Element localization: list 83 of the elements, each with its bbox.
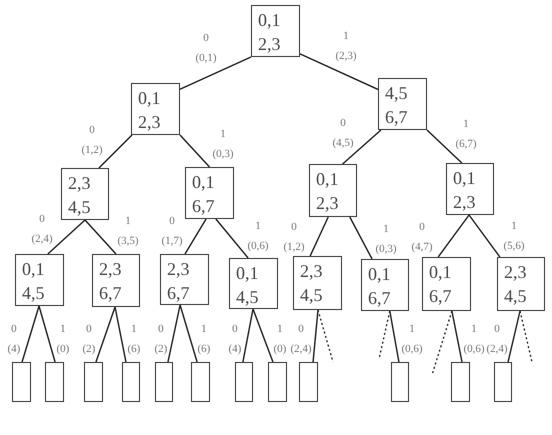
tree-node: 0,1 6,7 (422, 257, 471, 311)
branch-line (38, 306, 56, 362)
empty-box (191, 362, 210, 402)
dotted-branch-line (431, 310, 453, 376)
edge-label: 0 (4,7) (412, 220, 433, 255)
branch-line (252, 308, 274, 362)
edge-label: 0 (4,5) (332, 116, 354, 151)
branch-line (426, 130, 462, 164)
branch-line (451, 310, 463, 362)
empty-box (494, 362, 512, 402)
edge-label: 1 (5,6) (504, 219, 525, 254)
tree-node: 0,1 6,7 (185, 167, 234, 219)
empty-box (391, 362, 409, 402)
branch-line (349, 216, 373, 260)
tree-node: 2,3 6,7 (92, 254, 140, 307)
edge-label: 1 (0,6) (248, 219, 269, 254)
branch-line (215, 218, 249, 258)
tree-node: 0,1 2,3 (131, 83, 180, 135)
edge-label: 0 (2,4) (486, 322, 508, 357)
edge-label: 0 (1,2) (284, 220, 305, 255)
edge-label: 0 (4) (8, 322, 20, 357)
tree-node: 0,1 2,3 (446, 163, 494, 215)
branch-line (95, 306, 116, 362)
branch-line (21, 306, 40, 362)
branch-line (389, 310, 400, 362)
edge-label: 0 (2,4) (290, 322, 312, 357)
branch-line (342, 129, 382, 165)
edge-label: 1 (0,6) (464, 322, 485, 357)
branch-line (114, 306, 127, 362)
tree-node: 2,3 4,5 (293, 256, 342, 310)
dotted-branch-line (519, 310, 533, 362)
tree-node: 4,5 6,7 (378, 78, 427, 130)
tree-node: 0,1 4,5 (229, 258, 278, 309)
edge-label: 1 (0) (56, 322, 70, 357)
empty-box (451, 362, 470, 402)
empty-box (45, 362, 64, 402)
tree-node: 2,3 4,5 (497, 257, 545, 311)
tree-node: 2,3 6,7 (160, 254, 209, 305)
tree-node: 2,3 4,5 (61, 168, 109, 220)
edge-label: 1 (0) (274, 322, 286, 357)
branch-line (179, 134, 210, 168)
empty-box (268, 362, 287, 402)
branch-line (47, 219, 86, 255)
edge-label: 0 (2,4) (32, 212, 53, 247)
edge-label: 1 (0,3) (376, 222, 397, 257)
branch-line (179, 304, 198, 362)
branch-line (167, 304, 181, 362)
edge-label: 1 (3,5) (118, 214, 139, 249)
edge-label: 0 (0,1) (196, 31, 217, 66)
tree-node: 0,1 4,5 (15, 254, 64, 306)
branch-line (507, 310, 521, 362)
branch-line (438, 214, 470, 258)
empty-box (122, 362, 140, 402)
empty-box (235, 362, 253, 402)
tree-node: 0,1 2,3 (251, 5, 300, 57)
edge-label: 0 (2) (82, 322, 96, 357)
edge-label: 1 (0,6) (402, 322, 423, 357)
edge-label: 1 (6,7) (456, 117, 477, 152)
empty-box (299, 362, 318, 402)
edge-label: 1 (6) (198, 322, 210, 357)
branch-line (184, 218, 207, 254)
branch-line (310, 216, 329, 256)
dotted-branch-line (317, 310, 334, 362)
branch-line (468, 214, 500, 258)
tree-node: 0,1 2,3 (309, 164, 357, 217)
edge-label: 1 (2,3) (336, 29, 357, 64)
edge-label: 1 (0,3) (212, 127, 234, 162)
branch-line (300, 53, 378, 90)
tree-node: 0,1 6,7 (361, 259, 409, 311)
empty-box (155, 362, 173, 402)
edge-label: 0 (1,2) (82, 123, 103, 158)
branch-line (98, 134, 132, 168)
empty-box (84, 362, 103, 402)
branch-line (312, 310, 319, 362)
dotted-branch-line (378, 310, 390, 360)
branch-line (242, 308, 254, 362)
empty-box (12, 362, 31, 402)
branch-line (180, 56, 252, 90)
edge-label: 0 (4) (228, 322, 242, 357)
branch-line (84, 220, 117, 254)
edge-label: 0 (1,7) (162, 214, 183, 249)
edge-label: 1 (6) (128, 322, 140, 357)
edge-label: 0 (2) (154, 322, 168, 357)
